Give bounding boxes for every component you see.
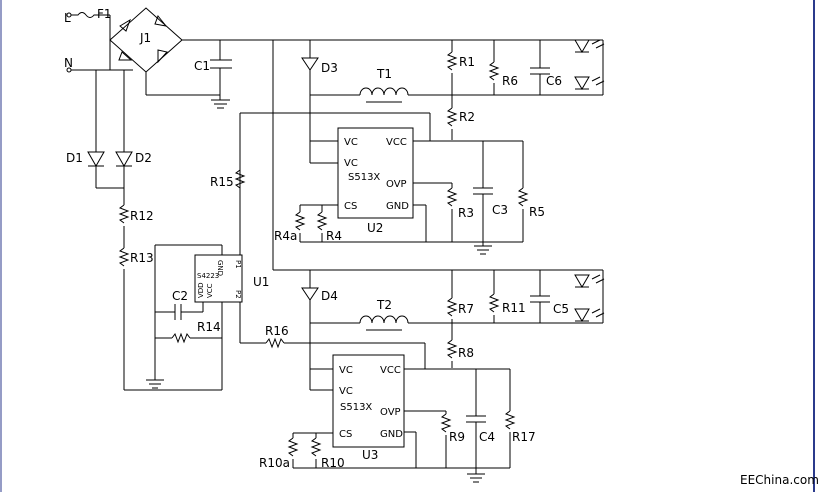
bridge-rectifier-J1: J1 [109,7,220,95]
inductor-T2-label: T2 [376,298,392,312]
mains-input: L N F1 [64,7,133,152]
diode-D1-label: D1 [66,151,83,165]
resistor-R14-label: R14 [197,320,221,334]
U2-pin-VC2: VC [344,158,358,169]
resistor-R17-label: R17 [512,430,536,444]
resistor-R10a-label: R10a [259,456,290,470]
U2-pin-GND: GND [386,201,409,212]
U1-pin-VCC: VCC [206,283,214,298]
line-label: L [64,11,71,25]
resistor-R1-label: R1 [459,55,475,69]
capacitor-C2-resistor-R14: C2 R14 [146,289,222,389]
resistor-R5-label: R5 [529,205,545,219]
resistor-R15-label: R15 [210,175,234,189]
capacitor-C3-label: C3 [492,203,508,217]
capacitor-C1: C1 [146,40,232,109]
capacitor-C6-label: C6 [546,74,562,88]
startup-branch: D1 D2 R12 R13 [66,151,222,391]
resistor-R16-label: R16 [265,324,289,338]
inductor-T1-label: T1 [376,67,392,81]
U2-pin-VCC: VCC [386,137,407,148]
resistor-R13-label: R13 [130,251,154,265]
lower-channel: D4 T2 R7 R8 R11 C5 [259,270,605,483]
diode-D3-label: D3 [321,61,338,75]
resistor-R3-label: R3 [458,206,474,220]
fuse-F1-label: F1 [97,7,112,21]
diode-D2-label: D2 [135,151,152,165]
resistor-R8-label: R8 [458,346,474,360]
U1-part-number: S4223 [197,272,219,280]
ic-U1-label: U1 [253,275,269,289]
capacitor-C1-label: C1 [194,59,210,73]
U3-pin-VC1: VC [339,365,353,376]
resistor-R11-label: R11 [502,301,526,315]
U1-pin-P2: P2 [234,290,242,299]
ic-U1: GND P1 S4223 VDD VCC P2 U1 [154,113,269,390]
capacitor-C4-label: C4 [479,430,495,444]
U1-pin-P1: P1 [234,260,242,269]
upper-channel: D3 T1 R1 R2 R6 C6 [274,39,605,255]
U2-pin-CS: CS [344,201,357,212]
U3-pin-VCC: VCC [380,365,401,376]
resistor-R7-label: R7 [458,302,474,316]
resistor-R16: R16 [240,324,425,349]
watermark: EEChina.com [740,473,818,487]
diode-D4-label: D4 [321,289,338,303]
resistor-R6-label: R6 [502,74,518,88]
resistor-R4a-label: R4a [274,229,297,243]
U2-pin-VC1: VC [344,137,358,148]
neutral-label: N [64,56,73,70]
resistor-R2-label: R2 [459,110,475,124]
resistor-R10-label: R10 [321,456,345,470]
U2-pin-OVP: OVP [386,179,407,190]
U3-pin-OVP: OVP [380,407,401,418]
capacitor-C5-label: C5 [553,302,569,316]
resistor-R9-label: R9 [449,430,465,444]
U3-pin-CS: CS [339,429,352,440]
U3-part-number: S513X [340,402,372,413]
U3-pin-GND: GND [380,429,403,440]
resistor-R15: R15 [210,112,430,189]
U1-pin-VDD: VDD [197,282,205,298]
U3-pin-VC2: VC [339,386,353,397]
resistor-R4-label: R4 [326,229,342,243]
ic-U3-label: U3 [362,448,378,462]
U2-part-number: S513X [348,172,380,183]
U1-pin-GND: GND [216,260,224,276]
bridge-J1-label: J1 [139,31,151,45]
ic-U2-label: U2 [367,221,383,235]
capacitor-C2-label: C2 [172,289,188,303]
resistor-R12-label: R12 [130,209,154,223]
